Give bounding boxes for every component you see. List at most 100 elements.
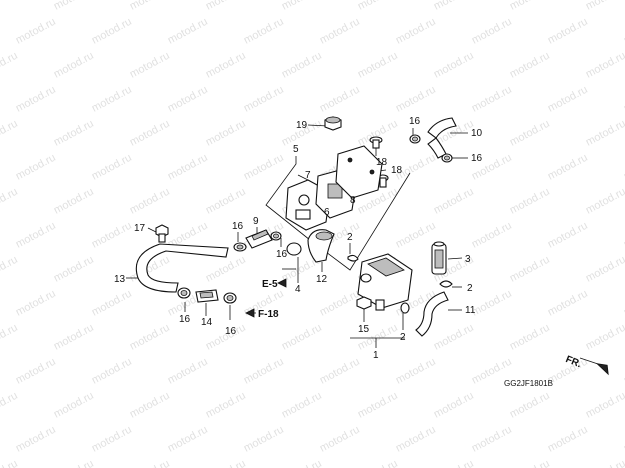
callout-8: 8 [350, 195, 356, 206]
watermark-text: motod.ru [470, 220, 514, 251]
watermark-text: motod.ru [128, 0, 172, 13]
callout-16-top-right: 16 [409, 116, 421, 127]
watermark-text: motod.ru [204, 186, 248, 217]
watermark-text: motod.ru [52, 186, 96, 217]
watermark-text: motod.ru [128, 186, 172, 217]
watermark-text: motod.ru [584, 322, 625, 353]
watermark-text: motod.ru [52, 322, 96, 353]
part-19-bolt [324, 116, 342, 131]
callout-19: 19 [296, 120, 308, 131]
watermark-text: motod.ru [14, 288, 58, 319]
watermark-text: motod.ru [508, 390, 552, 421]
watermark-text: motod.ru [432, 50, 476, 81]
watermark-text: motod.ru [318, 288, 362, 319]
watermark-text: motod.ru [14, 424, 58, 455]
watermark-text: motod.ru [546, 84, 590, 115]
watermark-text: motod.ru [584, 0, 625, 13]
watermark-text: motod.ru [14, 152, 58, 183]
callout-18-right: 18 [391, 165, 403, 176]
watermark-text: motod.ru [52, 390, 96, 421]
watermark-text: motod.ru [90, 288, 134, 319]
watermark-text: motod.ru [584, 50, 625, 81]
watermark-text: motod.ru [394, 356, 438, 387]
callout-16-mid: 16 [276, 249, 288, 260]
watermark-text: motod.ru [52, 50, 96, 81]
watermark-text: motod.ru [128, 390, 172, 421]
watermark-text: motod.ru [394, 220, 438, 251]
watermark-text: motod.ru [166, 356, 210, 387]
part-3-filter [431, 241, 447, 275]
watermark-text: motod.ru [90, 152, 134, 183]
part-4-o-ring [286, 242, 302, 256]
callout-2-lower: 2 [400, 332, 406, 343]
watermark-text: motod.ru [166, 16, 210, 47]
watermark-text: motod.ru [204, 0, 248, 13]
watermark-text: motod.ru [394, 84, 438, 115]
watermark-text: motod.ru [508, 254, 552, 285]
watermark-text: motod.ru [0, 458, 20, 468]
part-8-plate [335, 145, 383, 199]
callout-9: 9 [253, 216, 259, 227]
part-18-screw-top [369, 136, 383, 149]
watermark-text: motod.ru [318, 424, 362, 455]
watermark-text: motod.ru [356, 50, 400, 81]
callout-11: 11 [465, 305, 476, 316]
watermark-text: motod.ru [470, 288, 514, 319]
watermark-text: motod.ru [356, 458, 400, 468]
watermark-text: motod.ru [584, 118, 625, 149]
watermark-text: motod.ru [394, 16, 438, 47]
part-16-clamp-a [233, 242, 247, 252]
watermark-text: motod.ru [280, 50, 324, 81]
watermark-text: motod.ru [432, 0, 476, 13]
part-16-clamp-top [409, 134, 421, 144]
callout-labels: 19 18 18 5 7 6 8 16 10 16 17 16 9 16 2 3… [114, 116, 483, 361]
watermark-text: motod.ru [242, 16, 286, 47]
callout-16-right: 16 [471, 153, 483, 164]
callout-16-lower-mid: 16 [225, 326, 237, 337]
ref-f18: F-18 [258, 309, 279, 320]
watermark-text: motod.ru [470, 84, 514, 115]
watermark-text: motod.ru [508, 322, 552, 353]
watermark-text: motod.ru [242, 152, 286, 183]
watermark-text: motod.ru [0, 50, 20, 81]
part-13-hose [135, 243, 229, 293]
watermark-text: motod.ru [204, 50, 248, 81]
callout-16-lower-left: 16 [179, 314, 191, 325]
watermark-text: motod.ru [280, 322, 324, 353]
watermark-text: motod.ru [432, 322, 476, 353]
watermark-text: motod.ru [0, 118, 20, 149]
watermark-text: motod.ru [584, 458, 625, 468]
watermark-text: motod.ru [128, 458, 172, 468]
watermark-text: motod.ru [0, 390, 20, 421]
callout-2-upper: 2 [347, 232, 353, 243]
watermark-text: motod.ru [204, 254, 248, 285]
watermark-text: motod.ru [204, 118, 248, 149]
watermark-text: motod.ru [0, 186, 20, 217]
part-1-fuel-pump [357, 253, 413, 311]
watermark-text: motod.ru [470, 424, 514, 455]
watermark-text: motod.ru [14, 220, 58, 251]
watermark-text: motod.ru [14, 84, 58, 115]
watermark-text: motod.ru [508, 186, 552, 217]
watermark-text: motod.ru [584, 390, 625, 421]
watermark-text: motod.ru [242, 356, 286, 387]
watermark-text: motod.ru [52, 0, 96, 13]
watermark-text: motod.ru [90, 424, 134, 455]
watermark-text: motod.ru [318, 356, 362, 387]
watermark-text: motod.ru [0, 322, 20, 353]
watermark-text: motod.ru [0, 254, 20, 285]
callout-18-top: 18 [376, 157, 388, 168]
watermark-text: motod.ru [90, 16, 134, 47]
watermark-text: motod.ru [546, 220, 590, 251]
reference-labels: E-5 F-18 [245, 278, 287, 320]
watermark-text: motod.ru [394, 424, 438, 455]
watermark-text: motod.ru [470, 16, 514, 47]
watermark-text: motod.ru [356, 390, 400, 421]
part-15-nut [356, 296, 372, 310]
part-14-filter [195, 289, 219, 303]
watermark-text: motod.ru [318, 16, 362, 47]
watermark-text: motod.ru [280, 0, 324, 13]
watermark-text: motod.ru [90, 84, 134, 115]
